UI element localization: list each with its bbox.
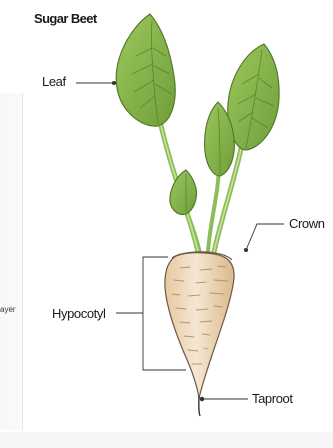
leaf-large-left — [116, 14, 175, 126]
taproot-callout-dot — [200, 397, 204, 401]
leaves — [116, 14, 279, 215]
crown-callout-line — [246, 224, 284, 250]
label-taproot: Taproot — [252, 391, 293, 406]
leaf-large-right — [228, 44, 279, 150]
label-crown: Crown — [289, 216, 325, 231]
label-leaf: Leaf — [42, 74, 66, 89]
leaf-callout-dot — [112, 81, 115, 84]
beet-root — [165, 253, 234, 398]
crown-callout-dot — [244, 248, 247, 251]
label-hypocotyl: Hypocotyl — [52, 306, 105, 321]
